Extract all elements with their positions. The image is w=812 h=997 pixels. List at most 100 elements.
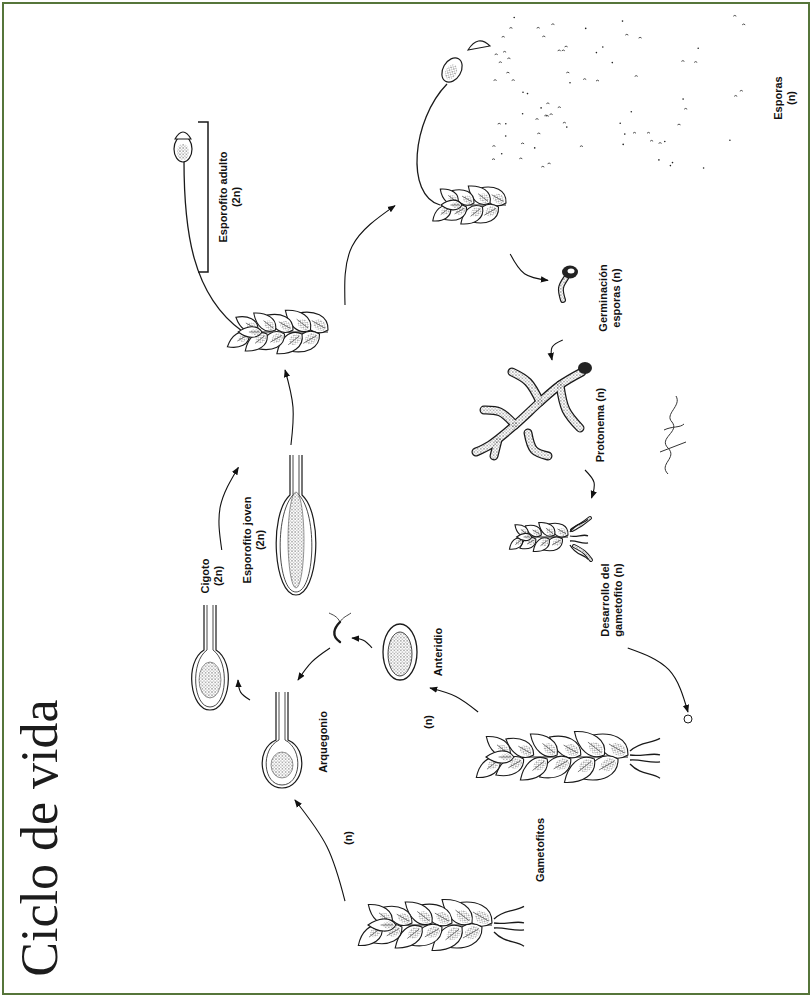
diagram-title: Ciclo de vida [11, 699, 68, 976]
moss-shoot [224, 304, 332, 360]
open-capsule-part [438, 54, 467, 86]
moss-leaf-part [471, 209, 481, 217]
moss-leaf-part [278, 319, 293, 333]
filament [476, 372, 582, 456]
spores-part [521, 143, 524, 145]
moss-leaf-part [435, 913, 449, 921]
open-capsule-part [417, 84, 447, 205]
spores-part [622, 20, 624, 22]
moss-leaf [441, 200, 462, 210]
moss-leaf-part [557, 527, 568, 538]
spores-part [527, 93, 529, 95]
spore-wall [578, 362, 592, 374]
sperm-cell-part [334, 622, 340, 642]
moss-leaf-part [552, 540, 561, 545]
moss-leaf-part [524, 537, 531, 538]
moss-leaf [540, 534, 565, 556]
spores-part [650, 140, 653, 142]
rhizoids-part [570, 541, 588, 543]
spores-part [513, 17, 515, 19]
stage-label: Anteridio [432, 628, 445, 676]
spores-part [503, 51, 506, 53]
cycle-arrow [585, 470, 594, 498]
spores-part [670, 165, 672, 167]
spores-part [546, 115, 549, 117]
stage-region: Arquegonio [250, 680, 338, 800]
moss-leaf-part [287, 332, 303, 348]
spores-part [596, 52, 598, 54]
moss-leaf-part [396, 911, 412, 926]
spores-part [625, 34, 628, 36]
moss-leaf-part [434, 910, 452, 927]
archegonium-part [262, 692, 302, 788]
moss-leaf-part [454, 907, 473, 925]
stage-region: Gametofitos [345, 712, 700, 990]
moss-leaf-part [425, 929, 439, 937]
stage-label: Arquegonio [317, 711, 330, 773]
young-sporophyte [276, 455, 316, 595]
sperm-cell-part [340, 613, 351, 622]
moss-leaf-part [546, 528, 553, 534]
spores-part [631, 111, 633, 113]
spores-part [633, 132, 636, 134]
moss-leaf-part [563, 742, 581, 759]
stage-region: Esporofito joven (2n) [238, 445, 326, 605]
moss-leaf-part [609, 744, 625, 753]
spores-part [540, 107, 542, 109]
filament-part [484, 410, 515, 425]
bracket [198, 122, 208, 272]
male-symbol [684, 715, 692, 723]
moss-leaf-part [450, 205, 459, 206]
spores-part [498, 123, 501, 125]
moss-leaf-part [262, 319, 276, 332]
moss-leaf-part [492, 195, 504, 202]
filament-part [512, 372, 540, 402]
spores-part [522, 113, 524, 115]
spores-part [558, 106, 561, 108]
rhizoids-part [494, 906, 524, 919]
moss-leaf-part [515, 540, 521, 545]
young-sporophyte-part [280, 455, 312, 592]
moss-leaf-part [238, 327, 262, 338]
spores-part [733, 15, 736, 17]
filament-part [512, 372, 540, 402]
spores-part [635, 75, 638, 77]
spores-part [541, 166, 544, 168]
rhizoids-part [630, 760, 660, 762]
stage-label: Esporofito adulto (2n) [217, 145, 242, 250]
moss-leaf-part [270, 331, 285, 345]
moss-leaf-part [303, 331, 320, 347]
sperm-cell [329, 613, 351, 642]
moss-leaf-part [416, 909, 433, 925]
spores-part [734, 95, 737, 97]
spores-part [501, 153, 503, 155]
germinating-spore-part [562, 266, 578, 279]
moss-leaf-part [491, 192, 506, 206]
moss-leaf-part [311, 317, 328, 333]
spores-part [684, 108, 687, 110]
arrow-line [219, 467, 238, 550]
moss-leaf-part [540, 534, 565, 556]
spores-part [682, 98, 684, 100]
moss-leaf-part [477, 191, 491, 205]
spores-part [536, 118, 539, 120]
filament-part [560, 385, 580, 428]
moss-leaf [486, 751, 514, 763]
spores-part [562, 50, 565, 52]
rhizoids [494, 906, 524, 946]
spores-part [672, 162, 674, 164]
spores-part [542, 36, 545, 38]
arrow-line [510, 254, 548, 280]
spores-part [546, 102, 549, 104]
arrow-line [238, 680, 250, 700]
spores-part [537, 27, 540, 29]
germinating-spore [562, 266, 578, 279]
moss-leaf-part [540, 537, 550, 547]
spores-part [566, 126, 568, 128]
moss-leaf-part [484, 209, 496, 216]
spores-part [495, 53, 498, 55]
spores-part [537, 133, 540, 135]
spores-part [519, 158, 522, 160]
zygote-flask [192, 605, 229, 710]
